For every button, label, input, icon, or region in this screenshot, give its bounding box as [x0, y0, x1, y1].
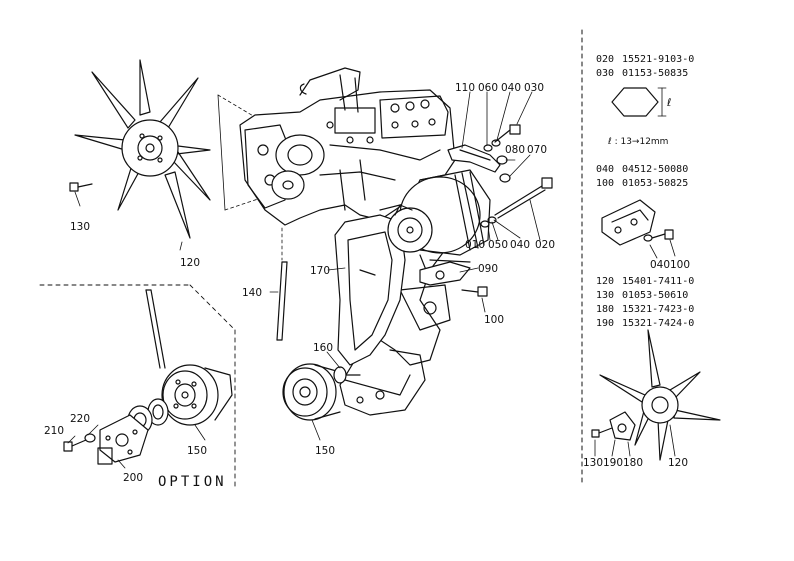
washer-050 — [480, 220, 490, 228]
parts-number: 01153-50835 — [622, 68, 689, 79]
callout-120-bottom-right: 120 — [668, 457, 688, 469]
parts-ref: 130 — [596, 290, 615, 301]
callout-040-mid: 040 — [510, 239, 530, 251]
parts-ref: 020 — [596, 54, 615, 65]
parts-ref: 030 — [596, 68, 615, 79]
callout-100-mid: 100 — [484, 314, 504, 326]
bolt-100-mid — [461, 286, 488, 297]
fan-with-spacers-diagram — [591, 329, 721, 461]
callout-100-right: 100 — [670, 259, 690, 271]
washer-060 — [483, 144, 493, 152]
washer-070 — [499, 173, 511, 183]
callout-110: 110 — [455, 82, 475, 94]
belt-cover-illustration — [334, 214, 406, 366]
bolt-130-top — [69, 182, 93, 192]
parts-number: 01053-50610 — [622, 290, 689, 301]
callout-190: 190 — [603, 457, 623, 469]
parts-ref: 040 — [596, 164, 615, 175]
nut-size-note: ℓ : 13→12mm — [608, 137, 669, 147]
callout-020: 020 — [535, 239, 555, 251]
callout-090: 090 — [478, 263, 498, 275]
cooling-fan-illustration — [74, 59, 211, 239]
parts-number: 15321-7424-0 — [622, 318, 695, 329]
option-label: OPTION — [158, 474, 227, 490]
callout-150-mid: 150 — [315, 445, 335, 457]
callout-210: 210 — [44, 425, 64, 437]
callout-050: 050 — [488, 239, 508, 251]
callout-labels: 130 120 140 110 060 040 030 080 070 010 … — [44, 82, 690, 484]
small-bracket-diagram — [601, 199, 676, 259]
parts-number: 01053-50825 — [622, 178, 689, 189]
callout-150-left: 150 — [187, 445, 207, 457]
parts-number: 15401-7411-0 — [622, 276, 695, 287]
option-flange-200 — [97, 414, 149, 465]
callout-030: 030 — [524, 82, 544, 94]
callout-040-right: 040 — [650, 259, 670, 271]
callout-170: 170 — [310, 265, 330, 277]
crank-pulley-150-mid — [282, 363, 341, 421]
parts-number: 15521-9103-0 — [622, 54, 695, 65]
bolt-020 — [494, 177, 553, 219]
callout-220: 220 — [70, 413, 90, 425]
callout-200: 200 — [123, 472, 143, 484]
callout-070: 070 — [527, 144, 547, 156]
parts-ref: 100 — [596, 178, 615, 189]
nut-hexagon-diagram — [611, 87, 667, 117]
callout-040-top: 040 — [501, 82, 521, 94]
callout-130-bottom-right: 130 — [583, 457, 603, 469]
option-washer-220 — [84, 433, 96, 443]
bracket-090 — [419, 261, 471, 286]
adjust-bracket-110 — [447, 144, 501, 173]
option-bolt-210 — [63, 439, 87, 452]
alternator-illustration — [387, 169, 491, 281]
callout-140: 140 — [242, 287, 262, 299]
washer-040-top — [491, 139, 501, 147]
callout-180: 180 — [623, 457, 643, 469]
option-v-belt — [145, 289, 166, 369]
pulley-spacer-160 — [333, 366, 361, 384]
nut-dim-label: ℓ — [666, 97, 671, 109]
option-frame — [39, 284, 236, 491]
callout-130-top: 130 — [70, 221, 90, 233]
parts-number: 15321-7423-0 — [622, 304, 695, 315]
parts-ref: 190 — [596, 318, 615, 329]
callout-120-top: 120 — [180, 257, 200, 269]
parts-ref: 180 — [596, 304, 615, 315]
parts-ref: 120 — [596, 276, 615, 287]
option-pulley-150 — [161, 364, 233, 426]
v-belt-140 — [276, 261, 288, 341]
callout-160: 160 — [313, 342, 333, 354]
callout-010: 010 — [465, 239, 485, 251]
callout-080: 080 — [505, 144, 525, 156]
parts-number: 04512-50080 — [622, 164, 689, 175]
nut-080 — [496, 155, 508, 165]
callout-060-top: 060 — [478, 82, 498, 94]
